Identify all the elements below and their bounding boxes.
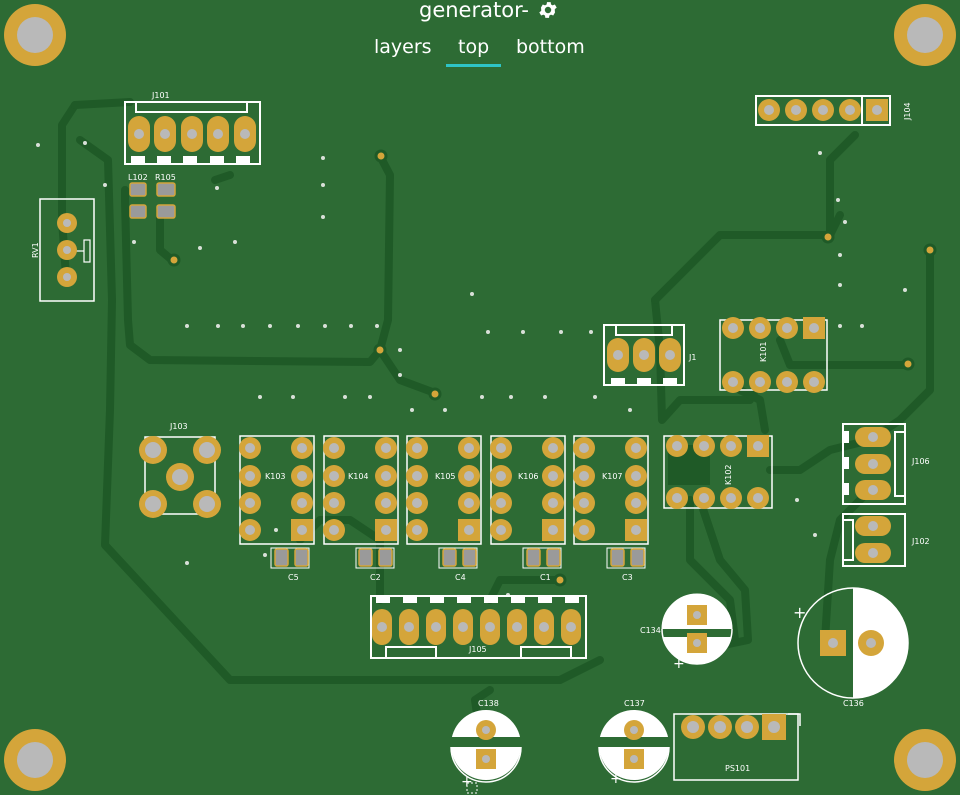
k105-label: K105 [435, 472, 456, 481]
c134-capacitor[interactable] [661, 593, 733, 665]
r105-label: R105 [155, 173, 176, 182]
layer-tabs: layers top bottom [0, 36, 960, 67]
c1-label: C1 [540, 573, 551, 582]
c2-label: C2 [370, 573, 381, 582]
via-dots [36, 141, 907, 597]
j105-connector[interactable] [370, 595, 587, 659]
ps101-label: PS101 [725, 764, 750, 773]
c3-label: C3 [622, 573, 633, 582]
j104-connector[interactable] [755, 95, 891, 126]
j1-connector[interactable] [603, 324, 685, 386]
tab-bottom[interactable]: bottom [516, 36, 585, 58]
c3-capacitor[interactable] [606, 547, 646, 569]
c138-label: C138 [478, 699, 499, 708]
mounting-holes [4, 4, 956, 791]
c136-label: C136 [843, 699, 864, 708]
j106-label: J106 [911, 457, 930, 466]
c134-label: C134 [640, 626, 661, 635]
c136-capacitor[interactable] [797, 587, 909, 699]
r105-resistor[interactable] [156, 182, 176, 219]
j105-label: J105 [468, 645, 487, 654]
k103-relay[interactable] [239, 435, 315, 545]
c1-capacitor[interactable] [522, 547, 562, 569]
ps101-power-module[interactable] [673, 713, 801, 781]
j106-connector[interactable] [842, 423, 906, 505]
c138-capacitor[interactable] [450, 710, 522, 794]
c2-capacitor[interactable] [355, 547, 395, 569]
k107-label: K107 [602, 472, 623, 481]
k101-relay[interactable] [719, 317, 828, 393]
c5-capacitor[interactable] [270, 547, 310, 569]
c137-label: C137 [624, 699, 645, 708]
c137-plus: + [610, 771, 622, 787]
rv1-potentiometer[interactable] [39, 198, 95, 302]
c5-label: C5 [288, 573, 299, 582]
j103-label: J103 [169, 422, 188, 431]
j101-label: J101 [151, 91, 170, 100]
c4-capacitor[interactable] [438, 547, 478, 569]
viewer-header: generator- layers top bottom [0, 0, 960, 70]
c138-plus: + [461, 774, 473, 790]
k106-relay[interactable] [490, 435, 566, 545]
gear-icon[interactable] [537, 0, 559, 21]
j102-connector[interactable] [842, 513, 906, 567]
l102-label: L102 [128, 173, 148, 182]
j101-connector[interactable] [124, 101, 261, 165]
c4-label: C4 [455, 573, 466, 582]
rv1-label: RV1 [31, 242, 40, 258]
k102-label: K102 [724, 464, 733, 485]
board-title: generator- [419, 0, 529, 22]
k101-label: K101 [759, 341, 768, 362]
j103-bnc-connector[interactable] [139, 436, 221, 518]
c136-plus: + [793, 603, 806, 622]
k102-relay[interactable] [663, 435, 773, 509]
k107-relay[interactable] [573, 435, 649, 545]
c137-capacitor[interactable] [598, 710, 670, 783]
title-group: generator- [419, 0, 559, 22]
c134-plus: + [673, 656, 685, 672]
k104-label: K104 [348, 472, 369, 481]
j1-label: J1 [688, 353, 696, 362]
tab-top[interactable]: top [446, 36, 502, 67]
tab-layers[interactable]: layers [374, 36, 432, 58]
k104-relay[interactable] [323, 435, 399, 545]
j104-label: J104 [903, 102, 912, 121]
k106-label: K106 [518, 472, 539, 481]
l102-inductor[interactable] [129, 182, 147, 219]
j102-label: J102 [911, 537, 930, 546]
k103-label: K103 [265, 472, 286, 481]
via-pads [167, 149, 937, 587]
k105-relay[interactable] [406, 435, 482, 545]
